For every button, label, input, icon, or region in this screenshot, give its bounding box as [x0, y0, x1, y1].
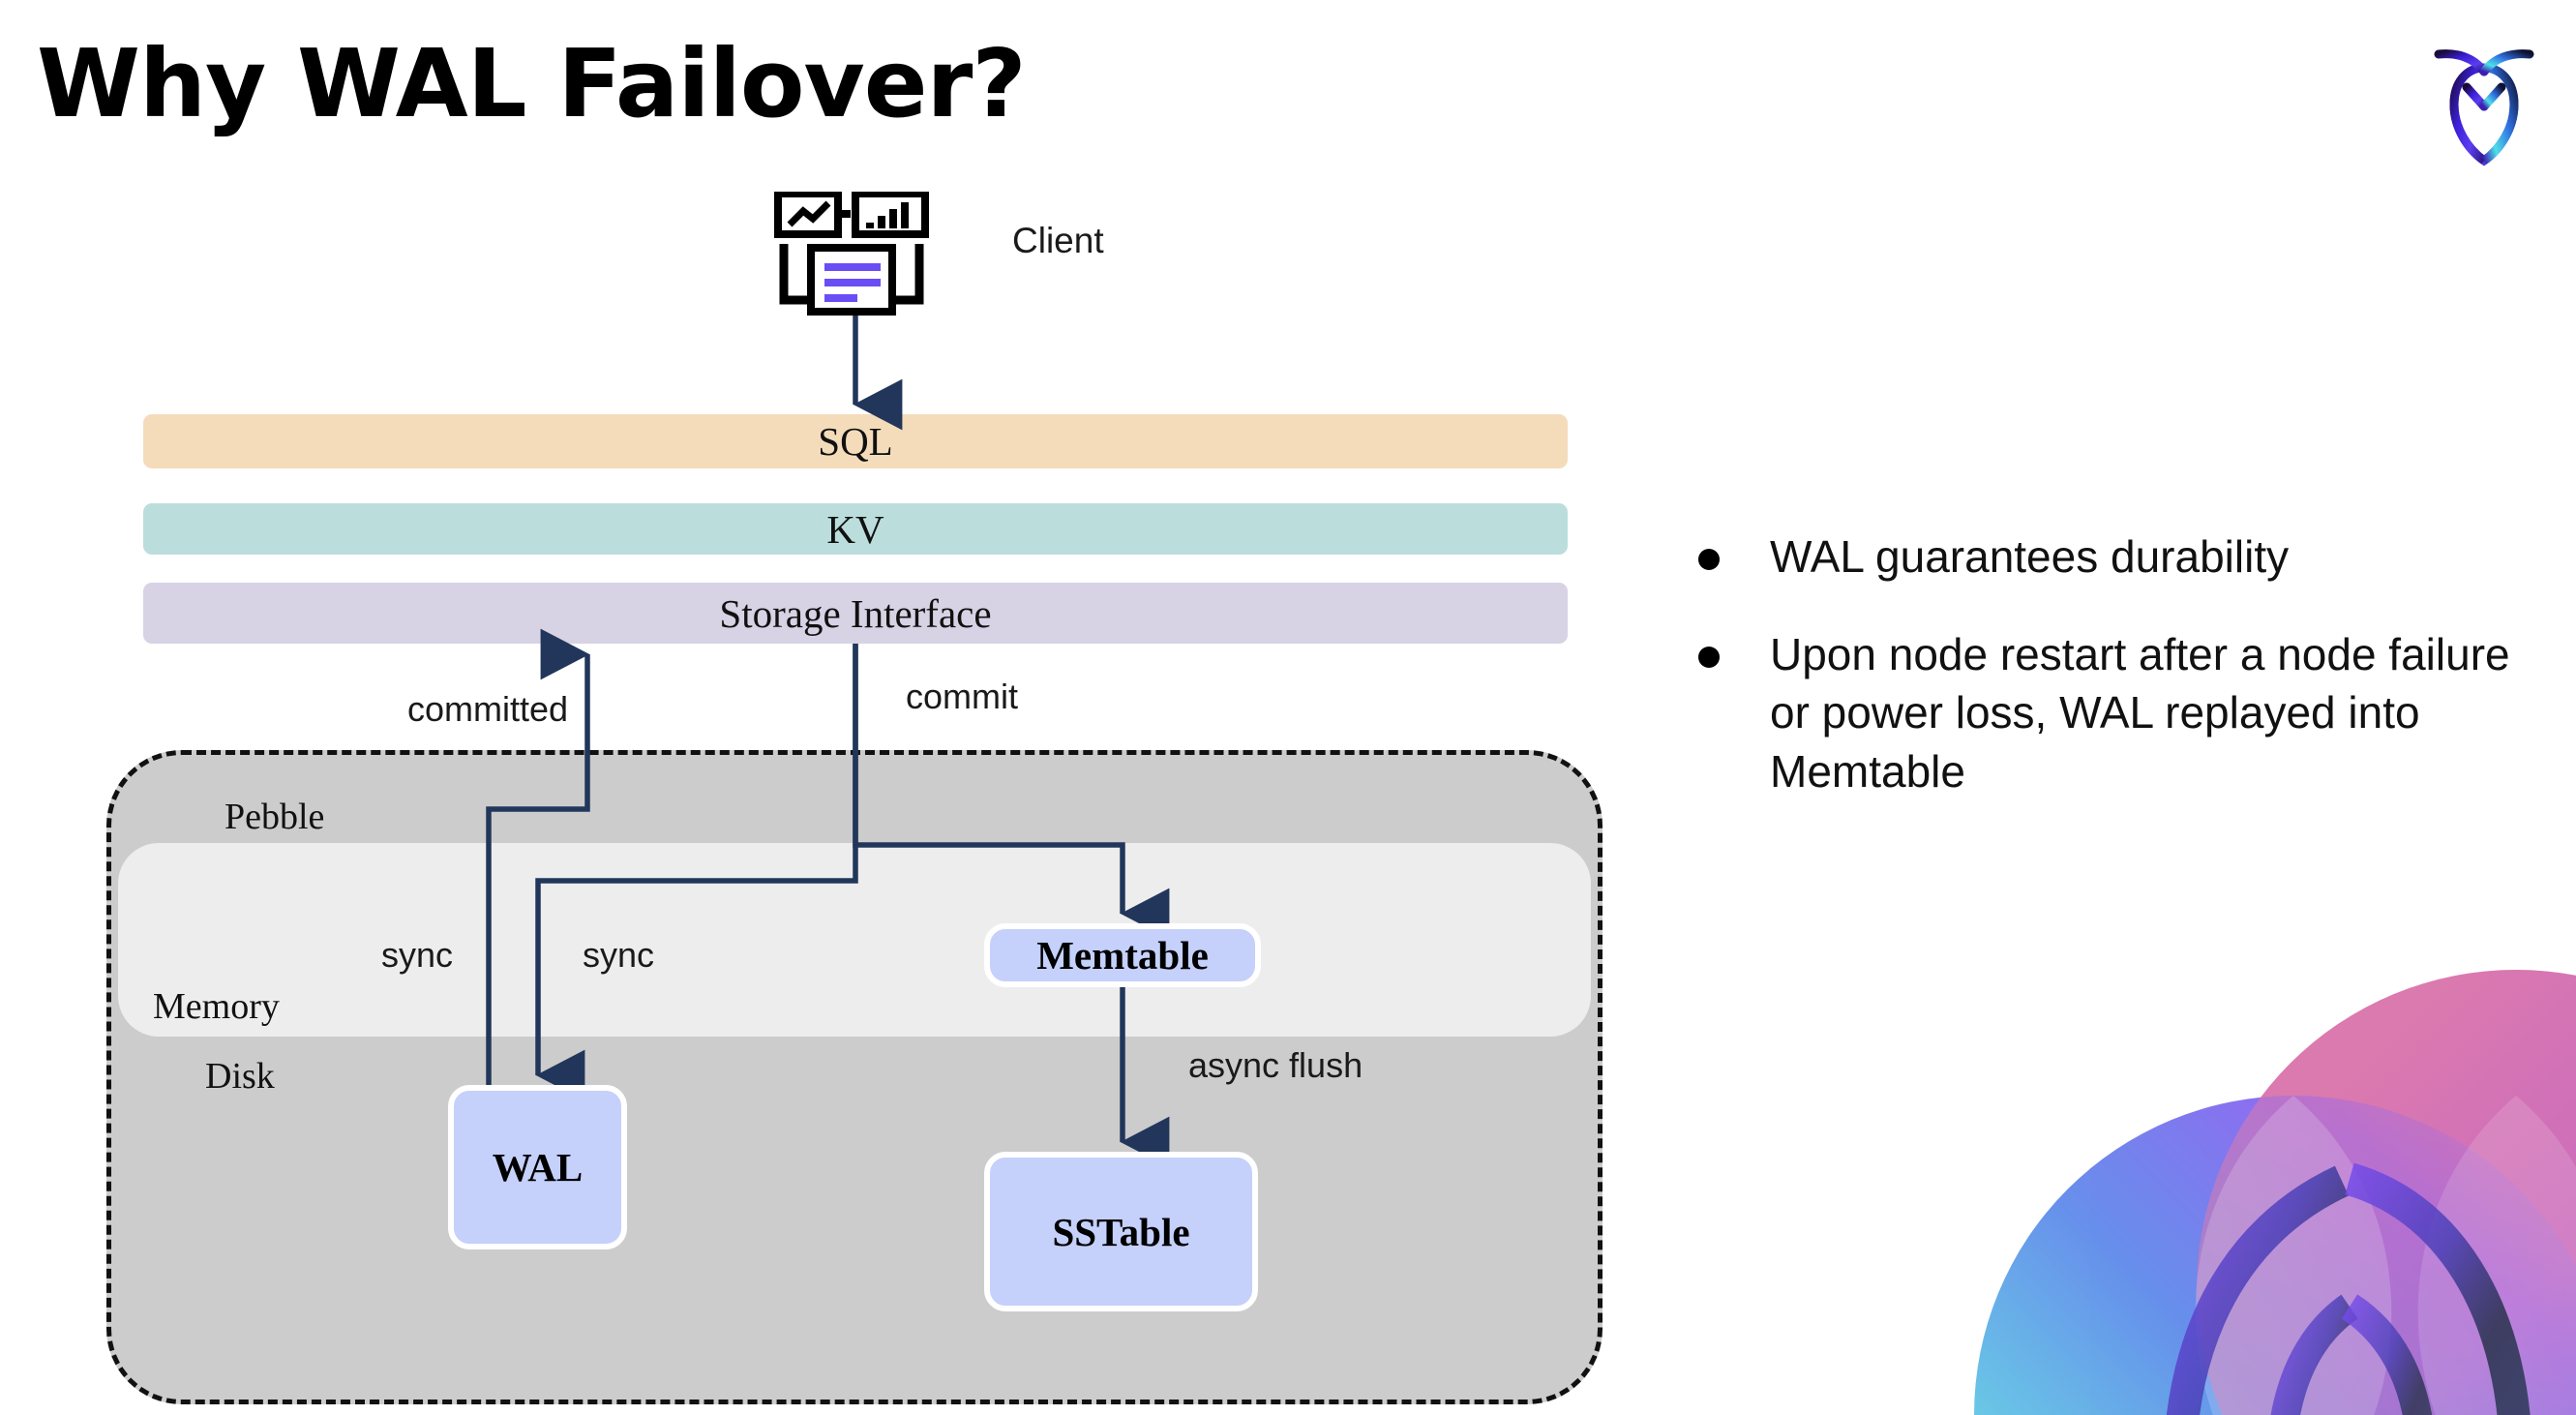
list-item: Upon node restart after a node failure o… — [1698, 625, 2540, 801]
stack-layer-storage-interface: Storage Interface — [143, 583, 1568, 644]
bullet-text: WAL guarantees durability — [1770, 531, 2290, 582]
stack-layer-storage-label: Storage Interface — [719, 590, 992, 636]
bullet-dot-icon — [1698, 549, 1720, 570]
node-memtable-label: Memtable — [1036, 933, 1209, 978]
node-sstable: SSTable — [984, 1152, 1258, 1311]
architecture-diagram: Client SQL KV Storage Interface Pebble M… — [106, 190, 1603, 1404]
node-wal-label: WAL — [492, 1145, 584, 1189]
stack-layer-sql-label: SQL — [818, 419, 893, 464]
client-label: Client — [1012, 221, 1104, 260]
page-title: Why WAL Failover? — [37, 29, 1027, 138]
node-wal: WAL — [448, 1085, 627, 1249]
stack-layer-kv: KV — [143, 503, 1568, 555]
cockroach-watermark-icon — [1974, 919, 2576, 1415]
bullet-text: Upon node restart after a node failure o… — [1770, 628, 2510, 798]
edge-label-commit: commit — [906, 677, 1018, 716]
edge-label-sync-left: sync — [381, 935, 454, 975]
memory-label: Memory — [153, 986, 280, 1027]
pebble-label: Pebble — [225, 797, 325, 837]
memory-region — [118, 843, 1591, 1037]
node-memtable: Memtable — [984, 923, 1261, 987]
edge-label-async-flush: async flush — [1188, 1045, 1363, 1085]
disk-label: Disk — [205, 1056, 275, 1097]
stack-layer-sql: SQL — [143, 414, 1568, 468]
bullet-dot-icon — [1698, 646, 1720, 668]
list-item: WAL guarantees durability — [1698, 527, 2540, 587]
node-sstable-label: SSTable — [1052, 1209, 1190, 1254]
cockroach-logo-icon — [2411, 31, 2557, 176]
client-terminal-icon — [774, 190, 929, 317]
stack-layer-kv-label: KV — [826, 506, 884, 552]
edge-label-sync-right: sync — [583, 935, 655, 975]
bullet-list: WAL guarantees durability Upon node rest… — [1698, 527, 2540, 840]
edge-label-committed: committed — [407, 689, 569, 729]
